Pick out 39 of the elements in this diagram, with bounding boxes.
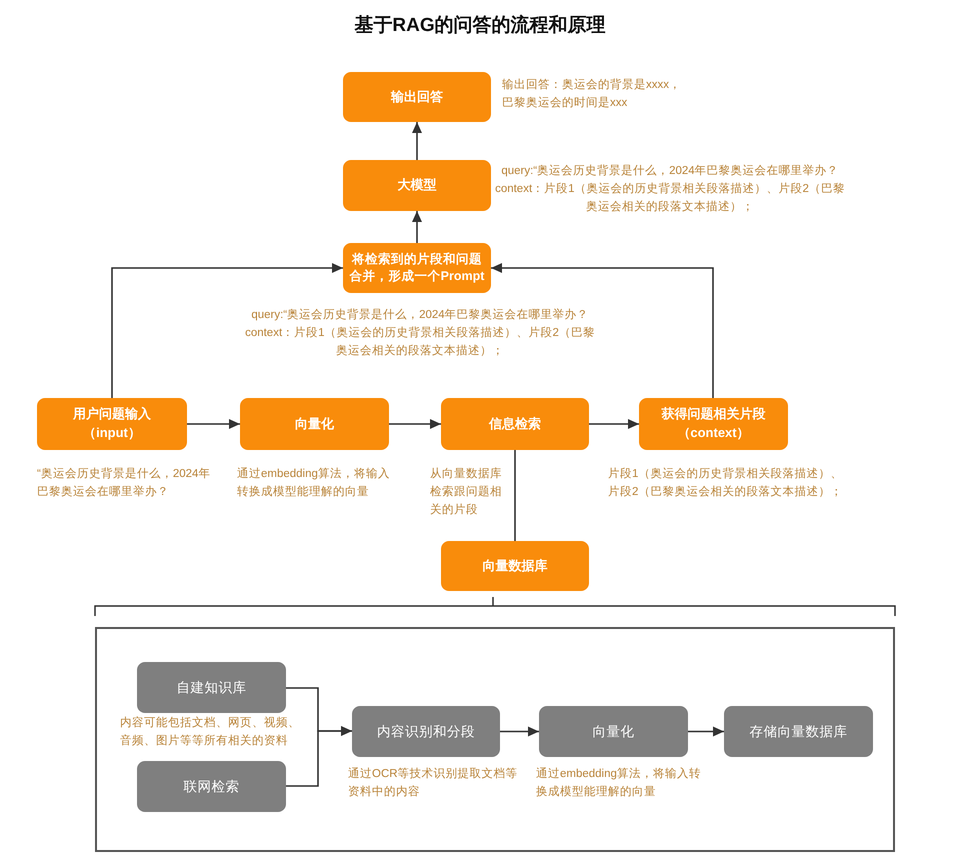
annotation-text: 从向量数据库检索跟问题相关的片段: [430, 466, 502, 518]
annotation-text: 内容可能包括文档、网页、视频、音频、图片等等所有相关的资料: [120, 715, 301, 749]
annotation-text: 通过embedding算法，将输入转换成模型能理解的向量: [536, 766, 702, 800]
process-box: 输出回答: [343, 72, 491, 122]
annotation-text: context：片段1（奥运会的历史背景相关段落描述）、片段2（巴黎奥运会相关的段落文本描述）；: [245, 326, 595, 359]
annotation-text: 片段2（巴黎奥运会相关的段落文本描述）；: [608, 484, 844, 500]
connector-line: [514, 450, 516, 541]
arrow: [491, 263, 714, 398]
process-box: 自建知识库: [137, 662, 286, 713]
process-box: 向量化: [240, 398, 389, 450]
annotation-text: query:“奥运会历史背景是什么，2024年巴黎奥运会在哪里举办？: [250, 307, 590, 323]
process-box: 大模型: [343, 160, 491, 211]
arrow: [412, 211, 422, 243]
process-box: 向量化: [539, 706, 688, 757]
title: 基于RAG的问答的流程和原理: [354, 14, 606, 38]
arrow: [111, 263, 343, 398]
annotation-text: 通过embedding算法，将输入转换成模型能理解的向量: [237, 466, 391, 500]
annotation-text: query:“奥运会历史背景是什么，2024年巴黎奥运会在哪里举办？: [500, 163, 840, 179]
arrow: [286, 726, 352, 787]
annotation-text: context：片段1（奥运会的历史背景相关段落描述）、片段2（巴黎奥运会相关的段落文本描述）；: [495, 182, 845, 215]
annotation-text: “奥运会历史背景是什么，2024年巴黎奥运会在哪里举办？: [37, 466, 212, 500]
arrow: [389, 419, 441, 429]
arrow: [412, 122, 422, 160]
process-box: 获得问题相关片段（context）: [639, 398, 788, 450]
arrow: [688, 726, 724, 736]
annotation-text: 片段1（奥运会的历史背景相关段落描述）、: [608, 466, 844, 482]
frame-box: [95, 627, 895, 852]
annotation-text: 输出回答：奥运会的背景是xxxx，巴黎奥运会的时间是xxx: [502, 78, 682, 111]
process-box: 存储向量数据库: [724, 706, 873, 757]
process-box: 信息检索: [441, 398, 589, 450]
arrow: [187, 419, 240, 429]
process-box: 用户问题输入（input）: [37, 398, 187, 450]
process-box: 内容识别和分段: [352, 706, 500, 757]
process-box: 联网检索: [137, 761, 286, 812]
arrow: [589, 419, 639, 429]
process-box: 向量数据库: [441, 541, 589, 591]
annotation-text: 通过OCR等技术识别提取文档等资料中的内容: [348, 766, 518, 800]
process-box: 将检索到的片段和问题合并，形成一个Prompt: [343, 243, 491, 293]
arrow: [500, 726, 539, 736]
